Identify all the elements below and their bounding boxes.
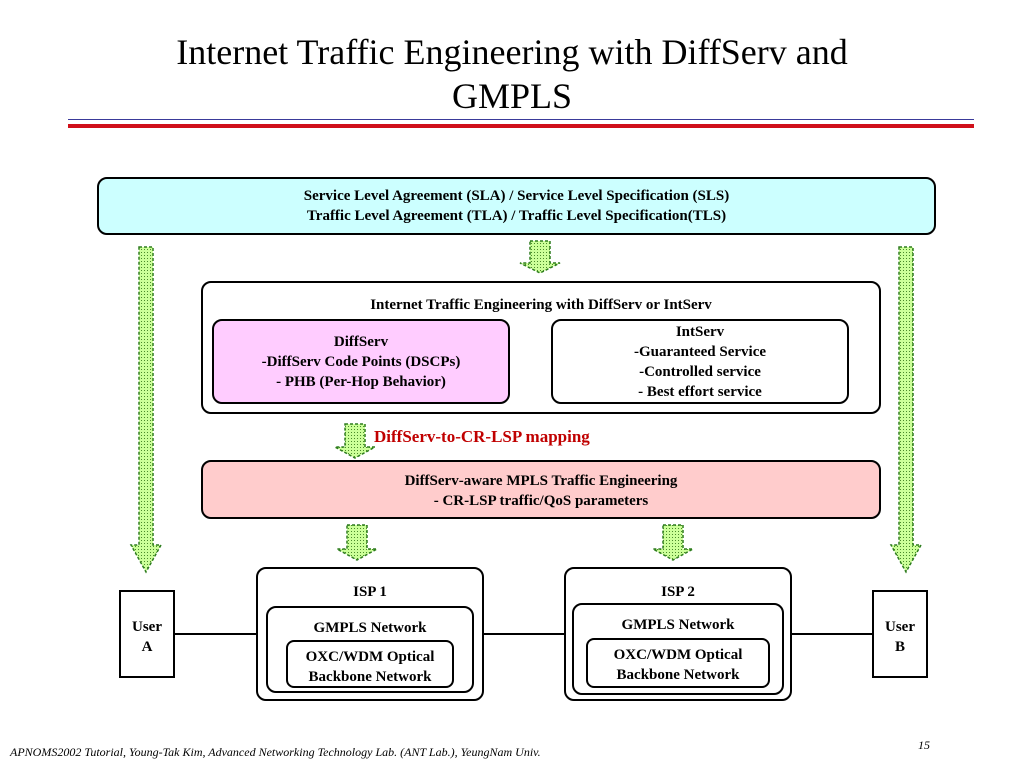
arrow-down-ite-mpls <box>334 423 376 459</box>
user-a-line-2: A <box>141 639 153 655</box>
mapping-label: DiffServ-to-CR-LSP mapping <box>374 427 590 446</box>
isp1-box: ISP 1 GMPLS Network OXC/WDM Optical Back… <box>256 567 484 701</box>
title-rule-blue <box>68 119 974 120</box>
sla-line-1: Service Level Agreement (SLA) / Service … <box>303 188 730 204</box>
user-b-box: User B <box>872 590 928 678</box>
arrow-down-mpls-isp1 <box>336 524 378 561</box>
isp1-gmpls-title: GMPLS Network <box>313 620 427 636</box>
diffserv-line-2: -DiffServ Code Points (DSCPs) <box>261 354 461 370</box>
intserv-line-2: -Guaranteed Service <box>633 344 767 360</box>
title-rule-red <box>68 124 974 128</box>
user-b-line-1: User <box>885 619 915 635</box>
isp1-oxc-line-1: OXC/WDM Optical <box>305 649 435 665</box>
title-line-2: GMPLS <box>451 76 573 116</box>
mpls-te-box: DiffServ-aware MPLS Traffic Engineering … <box>201 460 881 519</box>
footer-text: APNOMS2002 Tutorial, Young-Tak Kim, Adva… <box>10 745 541 759</box>
isp2-oxc-line-2: Backbone Network <box>616 667 740 683</box>
diffserv-line-3: - PHB (Per-Hop Behavior) <box>276 374 446 390</box>
diffserv-line-1: DiffServ <box>333 334 389 350</box>
diffserv-box: DiffServ -DiffServ Code Points (DSCPs) -… <box>212 319 510 404</box>
isp1-oxc-line-2: Backbone Network <box>308 669 432 685</box>
sla-box: Service Level Agreement (SLA) / Service … <box>97 177 936 235</box>
isp2-label: ISP 2 <box>661 584 695 600</box>
isp1-gmpls-box: GMPLS Network OXC/WDM Optical Backbone N… <box>266 606 474 693</box>
arrow-down-sla-ite <box>519 240 561 274</box>
isp2-oxc-box: OXC/WDM Optical Backbone Network <box>586 638 770 688</box>
isp2-gmpls-title: GMPLS Network <box>621 617 735 633</box>
isp1-oxc-box: OXC/WDM Optical Backbone Network <box>286 640 454 688</box>
isp2-box: ISP 2 GMPLS Network OXC/WDM Optical Back… <box>564 567 792 701</box>
isp1-label: ISP 1 <box>353 584 387 600</box>
page-title: Internet Traffic Engineering with DiffSe… <box>0 30 1024 118</box>
page-number: 15 <box>918 738 930 752</box>
isp2-gmpls-box: GMPLS Network OXC/WDM Optical Backbone N… <box>572 603 784 695</box>
user-a-line-1: User <box>132 619 162 635</box>
arrow-down-left-long <box>129 246 163 574</box>
arrow-down-mpls-isp2 <box>652 524 694 561</box>
mpls-line-2: - CR-LSP traffic/QoS parameters <box>433 493 649 509</box>
intserv-line-3: -Controlled service <box>639 364 761 380</box>
user-b-line-2: B <box>894 639 905 655</box>
isp2-oxc-line-1: OXC/WDM Optical <box>613 647 743 663</box>
mpls-line-1: DiffServ-aware MPLS Traffic Engineering <box>404 473 678 489</box>
intserv-line-1: IntServ <box>675 324 725 340</box>
title-line-1: Internet Traffic Engineering with DiffSe… <box>176 32 848 72</box>
traffic-engineering-title: Internet Traffic Engineering with DiffSe… <box>370 297 712 313</box>
intserv-box: IntServ -Guaranteed Service -Controlled … <box>551 319 849 404</box>
sla-line-2: Traffic Level Agreement (TLA) / Traffic … <box>306 208 727 224</box>
arrow-down-right-long <box>889 246 923 574</box>
intserv-line-4: - Best effort service <box>638 384 762 400</box>
user-a-box: User A <box>119 590 175 678</box>
